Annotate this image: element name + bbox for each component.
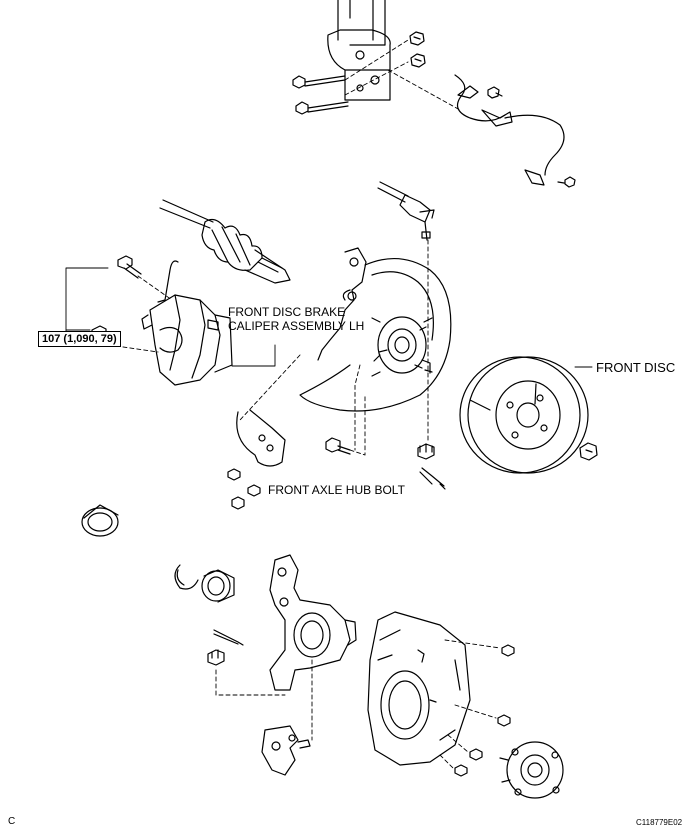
hub-bearing [201,569,235,603]
castle-nut-mid [417,443,435,460]
strut-nuts [409,31,426,68]
tie-rod-end [377,181,435,241]
hub-bolt [325,437,351,455]
caliper-leaders [115,275,173,353]
sensor-plate [236,409,286,467]
bottom-leaders [215,659,313,741]
front-disc [459,356,589,474]
cotter-pin-bottom [213,629,244,646]
hub-bolts-mid [373,354,431,374]
drive-shaft [159,199,291,284]
lower-ball-joint [261,725,311,776]
knuckle-bottom [269,554,357,691]
abs-sensor-wire [454,74,576,188]
caliper-assembly [141,260,233,386]
figure-code: C118779E02 [636,818,683,827]
strut-leaders [344,39,461,111]
cotter-pin-mid [419,467,446,490]
section-letter: C [8,816,16,827]
front-disc-label: FRONT DISC [596,360,676,375]
torque-spec-box: 107 (1,090, 79) [38,331,121,347]
dust-cover-bottom [367,611,471,766]
mid-leaders [354,239,429,451]
strut-bracket [327,0,391,101]
dust-cover-leaders [439,639,501,769]
axle-hub-bottom [499,741,564,799]
caliper-label-line1: FRONT DISC BRAKE [228,305,346,319]
dust-cover-bolts [454,644,515,777]
disc-nut [579,442,598,461]
caliper-label-line2: CALIPER ASSEMBLY LH [228,319,365,333]
axle-hub [371,316,433,377]
hub-bolt-leaders [239,354,366,456]
steering-knuckle [317,247,367,361]
castle-nut-bottom [207,649,225,666]
snap-ring [174,564,199,590]
sensor-screws [227,468,261,510]
hub-bolt-label: FRONT AXLE HUB BOLT [268,483,405,497]
oil-seal [81,504,119,537]
strut-bolts [292,75,349,115]
dust-cover-mid [299,257,452,412]
